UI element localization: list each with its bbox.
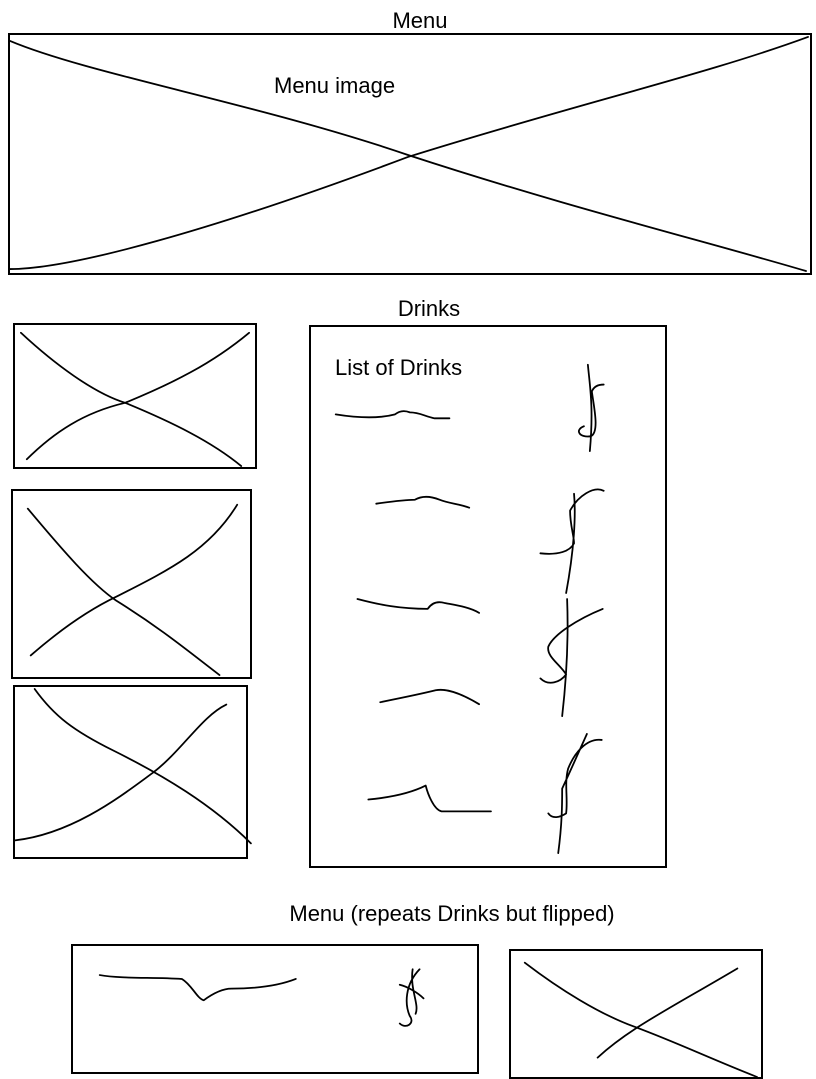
drinks-list-panel: List of Drinks [309,325,667,868]
image-placeholder-x-icon [9,36,809,272]
menu-image-placeholder: Menu image [8,33,812,275]
drinks-list-scribbles [334,363,605,854]
menu-flipped-image-placeholder [509,949,763,1079]
menu-flipped-list-panel [71,944,479,1074]
drinks-list-title: List of Drinks [335,355,463,380]
image-placeholder-x-icon [20,331,250,467]
menu-flipped-scribbles [98,968,425,1027]
image-placeholder-x-icon [523,961,758,1078]
drink-name-scribble-icon [367,784,492,813]
drink-image-placeholder-1 [13,323,257,469]
drink-name-scribble-icon [375,495,471,509]
drink-image-placeholder-2 [11,489,252,679]
drink-name-scribble-icon [334,410,451,420]
item-name-scribble-icon [98,974,297,1002]
dollar-sign-icon [398,968,425,1027]
menu-image-label: Menu image [274,73,396,98]
dollar-sign-icon [578,363,605,452]
image-placeholder-x-icon [14,688,252,845]
dollar-sign-icon [547,733,603,854]
dollar-sign-icon [539,598,604,718]
drink-name-scribble-icon [356,598,480,614]
drinks-title: Drinks [397,296,461,321]
dollar-sign-icon [539,488,605,594]
drink-image-placeholder-3 [13,685,252,859]
menu-flipped-title: Menu (repeats Drinks but flipped) [289,901,615,926]
menu-title: Menu [392,8,448,33]
drink-name-scribble-icon [379,688,480,706]
image-placeholder-x-icon [26,503,239,676]
